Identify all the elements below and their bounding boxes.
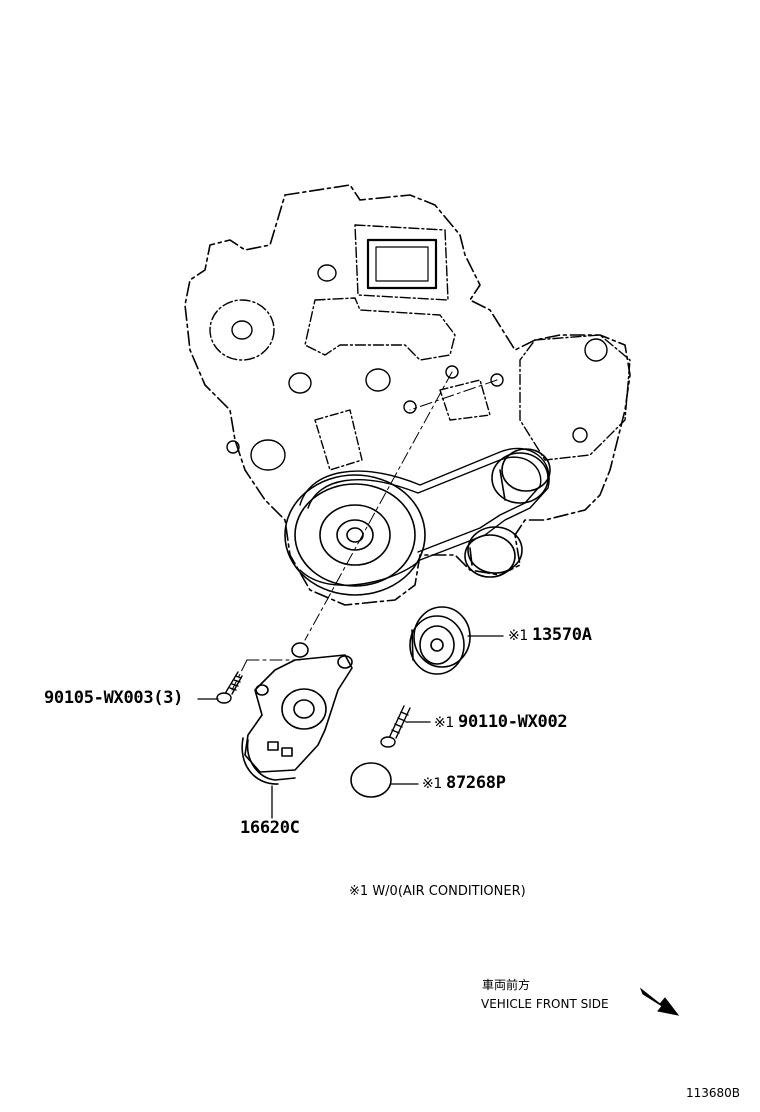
- center-lines: [231, 371, 498, 691]
- footnote-mark: ※1: [422, 776, 443, 792]
- arrow-down-right-icon: [639, 987, 680, 1016]
- part-number: 90110-WX002: [458, 712, 568, 732]
- idler-pulley-part: [409, 606, 471, 675]
- drive-belt: [299, 447, 550, 586]
- tensioner-part: [241, 642, 353, 785]
- part-number: 16620C: [240, 818, 300, 838]
- footnote-mark: ※1: [508, 628, 529, 644]
- callout-tensioner: 16620C: [240, 820, 300, 837]
- block-bosses: [209, 264, 588, 471]
- part-number: 87268P: [446, 773, 506, 793]
- footnote: ※1 W/0(AIR CONDITIONER): [349, 885, 526, 898]
- bolt-idler: [380, 705, 411, 748]
- alternator: [519, 334, 631, 461]
- part-number: 13570A: [532, 625, 592, 645]
- crankshaft-pulley: [284, 474, 426, 596]
- installed-idler-pulley: [464, 526, 523, 578]
- footnote-text: W/0(AIR CONDITIONER): [372, 884, 526, 899]
- direction-japanese: 車両前方: [482, 978, 531, 992]
- direction-english: VEHICLE FRONT SIDE: [481, 997, 609, 1011]
- cap-part: [350, 762, 392, 798]
- callout-bolt-tensioner: 90105-WX003(3): [44, 690, 183, 707]
- part-number: 90105-WX003(3): [44, 688, 184, 708]
- figure-id: 113680B: [686, 1086, 741, 1100]
- footnote-mark: ※1: [349, 884, 369, 899]
- bolt-tensioner: [216, 671, 243, 704]
- alternator-pulley: [491, 448, 551, 504]
- leader-lines: [197, 635, 504, 819]
- engine-block-outline: [184, 184, 631, 606]
- footnote-mark: ※1: [434, 715, 455, 731]
- cylinder-head: [304, 224, 456, 361]
